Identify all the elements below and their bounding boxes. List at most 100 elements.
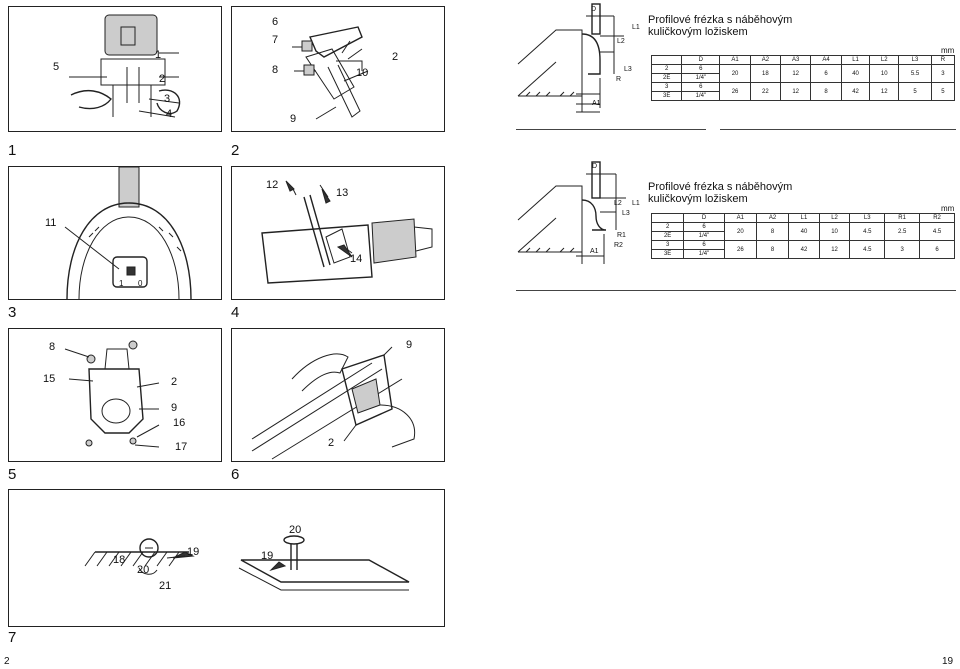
dust-nozzle-illustration: [64, 340, 160, 448]
d-cell: 1/4": [681, 91, 721, 101]
bearing-trimming-illustration: [84, 535, 410, 591]
a1-cell: 26: [723, 240, 757, 259]
r2-cell: 6: [919, 240, 955, 259]
l2-cell: 10: [818, 222, 851, 241]
callout-7: 7: [272, 34, 279, 46]
bit-profile-diagram-1: [517, 3, 624, 113]
figure-number-6: 6: [231, 466, 240, 483]
diagram-label-D: D: [591, 6, 597, 13]
a1-cell: 26: [719, 82, 751, 101]
l1-cell: 42: [788, 240, 820, 259]
header-cell: A1: [723, 213, 757, 223]
callout-20: 20: [289, 524, 302, 536]
bit-profile-diagram-2: [517, 161, 626, 264]
header-cell: A4: [810, 55, 842, 65]
callout-9: 9: [290, 113, 297, 125]
bit-table-1-unit: mm: [941, 46, 955, 55]
callout-13: 13: [336, 187, 349, 199]
figure-number-1: 1: [8, 142, 17, 159]
diagram-label-L3: L3: [624, 66, 632, 73]
r1-cell: 3: [884, 240, 921, 259]
diagram-label-R: R: [616, 76, 622, 83]
a4-cell: 8: [810, 82, 842, 101]
callout-2: 2: [159, 73, 166, 85]
callout-19: 19: [261, 550, 274, 562]
diagram-label-R1: R1: [617, 232, 626, 239]
callout-0: 0: [138, 279, 143, 288]
diagram-label-D: D: [592, 163, 598, 170]
header-cell: L1: [788, 213, 820, 223]
bit-table-2-unit: mm: [941, 204, 955, 213]
figure-number-3: 3: [8, 304, 17, 321]
separator-line: [720, 129, 956, 130]
l3-cell: 5: [898, 82, 932, 101]
figure-7-frame: 18 20 19 21 19 20: [8, 489, 445, 627]
figure-3-frame: 11 1 0: [8, 166, 222, 300]
l2-cell: 12: [869, 82, 900, 101]
header-cell: A3: [780, 55, 812, 65]
trimmer-adjustment-illustration: [261, 180, 433, 284]
figure-1-frame: 5 1 2 3 4: [8, 6, 222, 132]
figure-number-4: 4: [231, 304, 240, 321]
header-cell: D: [683, 213, 725, 223]
header-cell: A1: [719, 55, 751, 65]
d-cell: 6: [681, 82, 721, 92]
l2-cell: 12: [818, 240, 851, 259]
callout-1: 1: [119, 279, 124, 288]
callout-14: 14: [350, 253, 363, 265]
figure-number-5: 5: [8, 466, 17, 483]
table-row: 3E 1/4": [650, 91, 955, 101]
header-cell: L2: [869, 55, 900, 65]
router-base-illustration: [64, 166, 192, 300]
model-cell: 3E: [650, 91, 683, 101]
callout-9: 9: [406, 339, 413, 351]
l1-cell: 40: [840, 64, 871, 83]
callout-10: 10: [356, 67, 369, 79]
guide-attachment-illustration: [292, 26, 369, 120]
header-cell: L1: [840, 55, 871, 65]
d-cell: 1/4": [683, 231, 725, 241]
r-cell: 3: [930, 64, 956, 83]
d-cell: 1/4": [681, 73, 721, 83]
callout-6: 6: [272, 16, 279, 28]
header-cell: L2: [818, 213, 851, 223]
header-cell: L3: [849, 213, 886, 223]
page-number-right: 19: [942, 656, 954, 667]
header-cell: L3: [898, 55, 932, 65]
a1-cell: 20: [723, 222, 757, 241]
figure-2-frame: 6 7 8 10 2 9: [231, 6, 445, 132]
a2-cell: 8: [755, 222, 790, 241]
model-cell: 2E: [650, 73, 683, 83]
callout-17: 17: [175, 441, 188, 453]
diagram-label-L2: L2: [614, 200, 622, 207]
l1-cell: 40: [788, 222, 820, 241]
callout-16: 16: [173, 417, 186, 429]
l3-cell: 5.5: [898, 64, 932, 83]
a2-cell: 22: [749, 82, 782, 101]
model-cell: 3: [650, 240, 685, 250]
callout-11: 11: [45, 217, 57, 229]
bit-table-2: D A1 A2 L1 L2 L3 R1 R2 2 6 20 8 40 10 4.…: [650, 213, 955, 259]
callout-8: 8: [49, 341, 56, 353]
table-header-row: D A1 A2 A3 A4 L1 L2 L3 R: [650, 55, 956, 65]
edge-trimming-illustration: [251, 346, 416, 460]
callout-21: 21: [159, 580, 172, 592]
bit-table-1-title: Profilové frézka s náběhovým kuličkovým …: [648, 14, 793, 38]
callout-2: 2: [171, 376, 178, 388]
header-cell: [650, 55, 683, 65]
callout-2: 2: [392, 51, 399, 63]
model-cell: 2E: [650, 231, 685, 241]
diagram-label-A1: A1: [592, 100, 601, 107]
l1-cell: 42: [840, 82, 871, 101]
a4-cell: 6: [810, 64, 842, 83]
table-row: 3 6 26 8 42 12 4.5 3 6: [650, 240, 955, 259]
l2-cell: 10: [869, 64, 900, 83]
separator-line: [516, 290, 956, 291]
header-cell: D: [681, 55, 721, 65]
router-tool-illustration: [69, 14, 181, 118]
diagram-label-L2: L2: [617, 38, 625, 45]
model-cell: 3: [650, 82, 683, 92]
d-cell: 6: [683, 222, 725, 232]
callout-19: 19: [187, 546, 200, 558]
figure-5-frame: 8 15 2 9 16 17: [8, 328, 222, 462]
